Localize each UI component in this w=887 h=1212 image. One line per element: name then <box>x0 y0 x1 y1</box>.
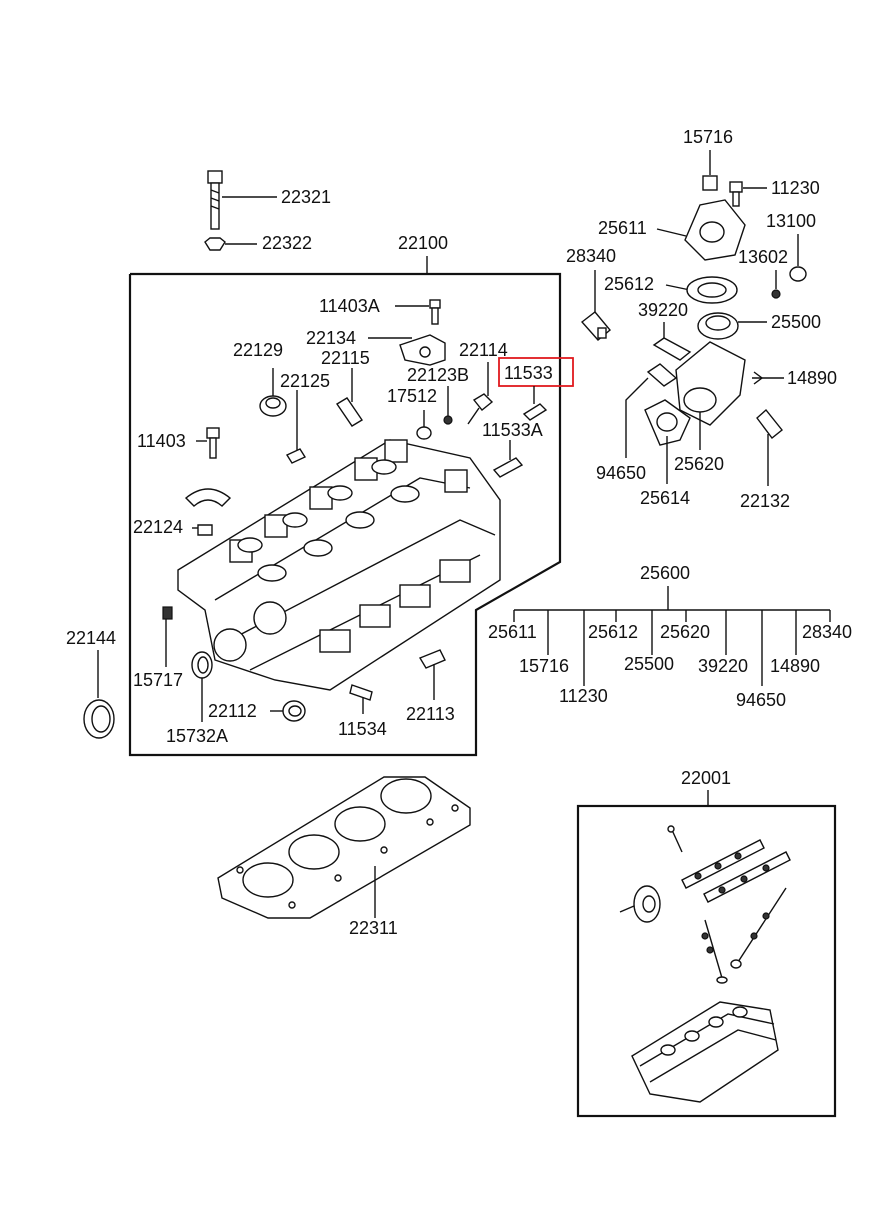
label-22100[interactable]: 22100 <box>398 233 448 253</box>
thermostat-25500-illustration <box>697 312 739 340</box>
cap-22129-illustration <box>259 395 287 417</box>
label-22113[interactable]: 22113 <box>406 704 455 724</box>
label-22124[interactable]: 22124 <box>133 517 183 537</box>
label-22321[interactable]: 22321 <box>281 187 331 207</box>
nut-13602-illustration <box>771 289 781 299</box>
seal-22112-illustration <box>282 700 306 722</box>
label-tree-25500[interactable]: 25500 <box>624 654 674 674</box>
label-tree-28340[interactable]: 28340 <box>802 622 852 642</box>
label-22001[interactable]: 22001 <box>681 768 731 788</box>
guide-22115-illustration <box>336 397 363 427</box>
label-tree-25611[interactable]: 25611 <box>488 622 537 642</box>
label-94650[interactable]: 94650 <box>596 463 646 483</box>
seal-22125-illustration <box>285 448 307 464</box>
label-11403A[interactable]: 11403A <box>319 296 380 316</box>
label-22322[interactable]: 22322 <box>262 233 312 253</box>
label-25612[interactable]: 25612 <box>604 274 654 294</box>
bolt-22321-illustration <box>207 170 223 230</box>
label-15717[interactable]: 15717 <box>133 670 183 690</box>
label-11533A[interactable]: 11533A <box>482 420 543 440</box>
label-22112[interactable]: 22112 <box>208 701 257 721</box>
label-25620[interactable]: 25620 <box>674 454 724 474</box>
label-tree-94650[interactable]: 94650 <box>736 690 786 710</box>
label-22123B[interactable]: 22123B <box>407 365 469 385</box>
plug-15717-illustration <box>162 606 173 620</box>
highlight-box-11533 <box>498 357 574 387</box>
label-11533[interactable]: 11533 <box>504 363 553 383</box>
fitting-22123B-illustration <box>443 415 453 425</box>
label-tree-25612[interactable]: 25612 <box>588 622 638 642</box>
label-22125[interactable]: 22125 <box>280 371 330 391</box>
label-13100[interactable]: 13100 <box>766 211 816 231</box>
sensor-94650-illustration <box>646 363 678 387</box>
label-tree-25620[interactable]: 25620 <box>660 622 710 642</box>
label-22132[interactable]: 22132 <box>740 491 790 511</box>
label-13602[interactable]: 13602 <box>738 247 788 267</box>
clip-14890-illustration <box>753 371 764 385</box>
leader-25612 <box>665 284 691 291</box>
label-28340[interactable]: 28340 <box>566 246 616 266</box>
water-outlet-25611-illustration <box>684 199 746 261</box>
label-22115[interactable]: 22115 <box>321 348 370 368</box>
sensor-39220-illustration <box>652 337 692 361</box>
oil-seal-22144-illustration <box>83 699 115 739</box>
label-tree-14890[interactable]: 14890 <box>770 656 820 676</box>
label-25600[interactable]: 25600 <box>640 563 690 583</box>
leader-94650 <box>625 377 649 458</box>
leader-25611 <box>656 228 687 237</box>
gasket-25614-illustration <box>644 399 691 446</box>
label-15732A[interactable]: 15732A <box>166 726 228 746</box>
label-tree-39220[interactable]: 39220 <box>698 656 748 676</box>
label-22144[interactable]: 22144 <box>66 628 116 648</box>
plug-17512-illustration <box>416 426 432 440</box>
cylinder-head-group-frame <box>128 272 562 757</box>
bolt-11230-illustration <box>729 181 743 207</box>
label-11534[interactable]: 11534 <box>338 719 387 739</box>
dowel-11534-illustration <box>349 684 373 701</box>
cap-22113-illustration <box>418 649 446 669</box>
label-tree-15716[interactable]: 15716 <box>519 656 569 676</box>
label-15716[interactable]: 15716 <box>683 127 733 147</box>
head-gasket-22311-illustration <box>217 776 471 919</box>
guide-22114-illustration <box>467 393 494 425</box>
label-22311[interactable]: 22311 <box>349 918 398 938</box>
label-25614[interactable]: 25614 <box>640 488 690 508</box>
label-11230[interactable]: 11230 <box>771 178 820 198</box>
sub-assembly-frame <box>576 804 837 1118</box>
label-22129[interactable]: 22129 <box>233 340 283 360</box>
label-22134[interactable]: 22134 <box>306 328 356 348</box>
label-17512[interactable]: 17512 <box>387 386 437 406</box>
nut-22322-illustration <box>204 237 226 251</box>
bracket-22134-illustration <box>399 334 446 366</box>
seal-15732A-illustration <box>191 651 213 679</box>
bolt-11403A-illustration <box>429 299 441 325</box>
label-tree-11230[interactable]: 11230 <box>559 686 608 706</box>
cap-13100-illustration <box>789 266 807 282</box>
label-14890[interactable]: 14890 <box>787 368 837 388</box>
dowel-11533A-illustration <box>492 457 524 478</box>
label-22114[interactable]: 22114 <box>459 340 508 360</box>
label-11403[interactable]: 11403 <box>137 431 186 451</box>
plug-15716-illustration <box>702 175 718 191</box>
bolt-11403-illustration <box>206 427 220 459</box>
dowel-11533-illustration <box>522 403 548 421</box>
label-25611[interactable]: 25611 <box>598 218 647 238</box>
cylinder-head-illustration <box>177 439 501 691</box>
bearing-cap-22124-illustration <box>184 488 232 536</box>
label-39220[interactable]: 39220 <box>638 300 688 320</box>
sub-assembly-22001-illustration <box>619 825 791 1103</box>
gasket-25612-illustration <box>686 276 738 304</box>
pipe-22132-illustration <box>756 408 783 439</box>
sensor-28340-illustration <box>580 311 611 341</box>
label-25500[interactable]: 25500 <box>771 312 821 332</box>
